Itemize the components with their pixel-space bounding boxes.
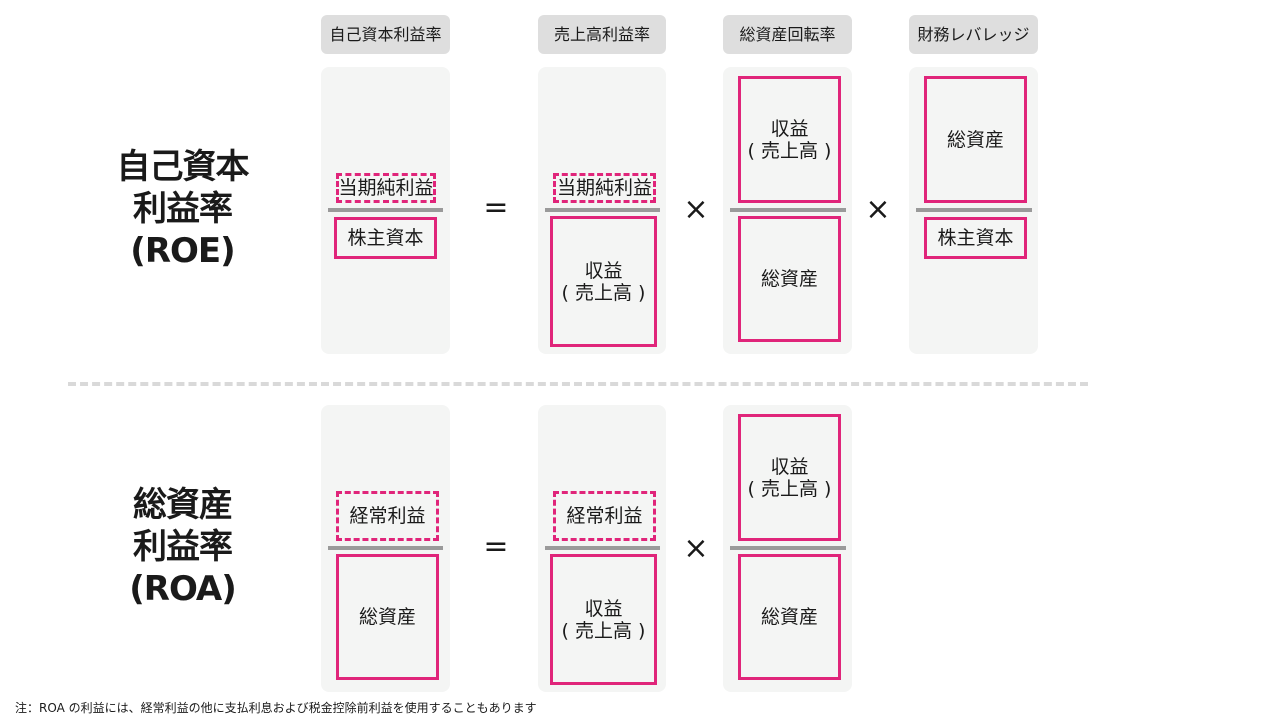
- roe-f2-numerator: 当期純利益: [553, 173, 656, 203]
- roe-f4-denominator: 株主資本: [924, 217, 1027, 259]
- roe-f4-numerator: 総資産: [924, 76, 1027, 203]
- roa-f2-numerator: 経常利益: [553, 491, 656, 541]
- roa-f3-bar: [730, 546, 846, 550]
- roe-label-line2: 利益率: [133, 189, 233, 229]
- roe-f4-bar: [916, 208, 1032, 212]
- roe-f1-bar: [328, 208, 443, 212]
- roa-f3-denominator: 総資産: [738, 554, 841, 680]
- roe-f3-den-text: 総資産: [760, 268, 818, 290]
- header-roe: 自己資本利益率: [321, 15, 450, 54]
- roa-label-line2: 利益率: [133, 527, 233, 567]
- roa-f3-den-text: 総資産: [760, 606, 818, 628]
- footnote: 注：ROA の利益には、経常利益の他に支払利息および税金控除前利益を使用すること…: [15, 701, 537, 715]
- roa-label-line3: (ROA): [129, 569, 237, 609]
- roe-equals: =: [483, 190, 509, 225]
- roe-f1-num-text: 当期純利益: [338, 177, 434, 199]
- roe-f4-num-text: 総資産: [946, 128, 1004, 151]
- roa-f1-den-text: 総資産: [358, 606, 416, 628]
- roa-f1-denominator: 総資産: [336, 554, 439, 680]
- roe-f4-den-text: 株主資本: [937, 227, 1014, 249]
- roe-f1-denominator: 株主資本: [334, 217, 437, 259]
- roe-f2-num-text: 当期純利益: [556, 177, 652, 199]
- roe-times-1: ×: [683, 192, 709, 227]
- roe-f1-numerator: 当期純利益: [336, 173, 436, 203]
- roe-f3-bar: [730, 208, 846, 212]
- roe-f3-denominator: 総資産: [738, 216, 841, 342]
- roe-times-2: ×: [865, 192, 891, 227]
- roa-f3-num-line2: ( 売上高 ): [747, 477, 832, 500]
- roa-f1-bar: [328, 546, 443, 550]
- roe-f3-num-line1: 収益: [770, 117, 809, 140]
- roa-label-line1: 総資産: [133, 485, 233, 525]
- roe-f2-bar: [545, 208, 660, 212]
- roa-f2-num-text: 経常利益: [566, 505, 643, 527]
- roa-f2-bar: [545, 546, 660, 550]
- roe-f3-numerator: 収益 ( 売上高 ): [738, 76, 841, 203]
- roa-row-label: 総資産 利益率 (ROA): [60, 484, 305, 610]
- roe-f3-num-line2: ( 売上高 ): [747, 139, 832, 162]
- roe-f2-den-line2: ( 売上高 ): [561, 281, 646, 304]
- roa-f3-num-line1: 収益: [770, 455, 809, 478]
- roe-label-line1: 自己資本: [116, 147, 250, 187]
- header-leverage: 財務レバレッジ: [909, 15, 1038, 54]
- roa-f1-num-text: 経常利益: [349, 505, 426, 527]
- roe-f2-den-line1: 収益: [584, 259, 623, 282]
- roe-label-line3: (ROE): [130, 231, 235, 271]
- header-ros: 売上高利益率: [538, 15, 666, 54]
- row-divider: [68, 382, 1088, 386]
- roa-equals: =: [483, 529, 509, 564]
- roa-f2-den-line2: ( 売上高 ): [561, 619, 646, 642]
- roa-f1-numerator: 経常利益: [336, 491, 439, 541]
- roa-f2-den-line1: 収益: [584, 597, 623, 620]
- roa-f3-numerator: 収益 ( 売上高 ): [738, 414, 841, 541]
- roa-times-1: ×: [683, 531, 709, 566]
- roe-f1-den-text: 株主資本: [347, 227, 424, 249]
- roa-f2-denominator: 収益 ( 売上高 ): [550, 554, 657, 685]
- roe-f2-denominator: 収益 ( 売上高 ): [550, 216, 657, 347]
- header-turnover: 総資産回転率: [723, 15, 852, 54]
- roe-row-label: 自己資本 利益率 (ROE): [60, 146, 305, 272]
